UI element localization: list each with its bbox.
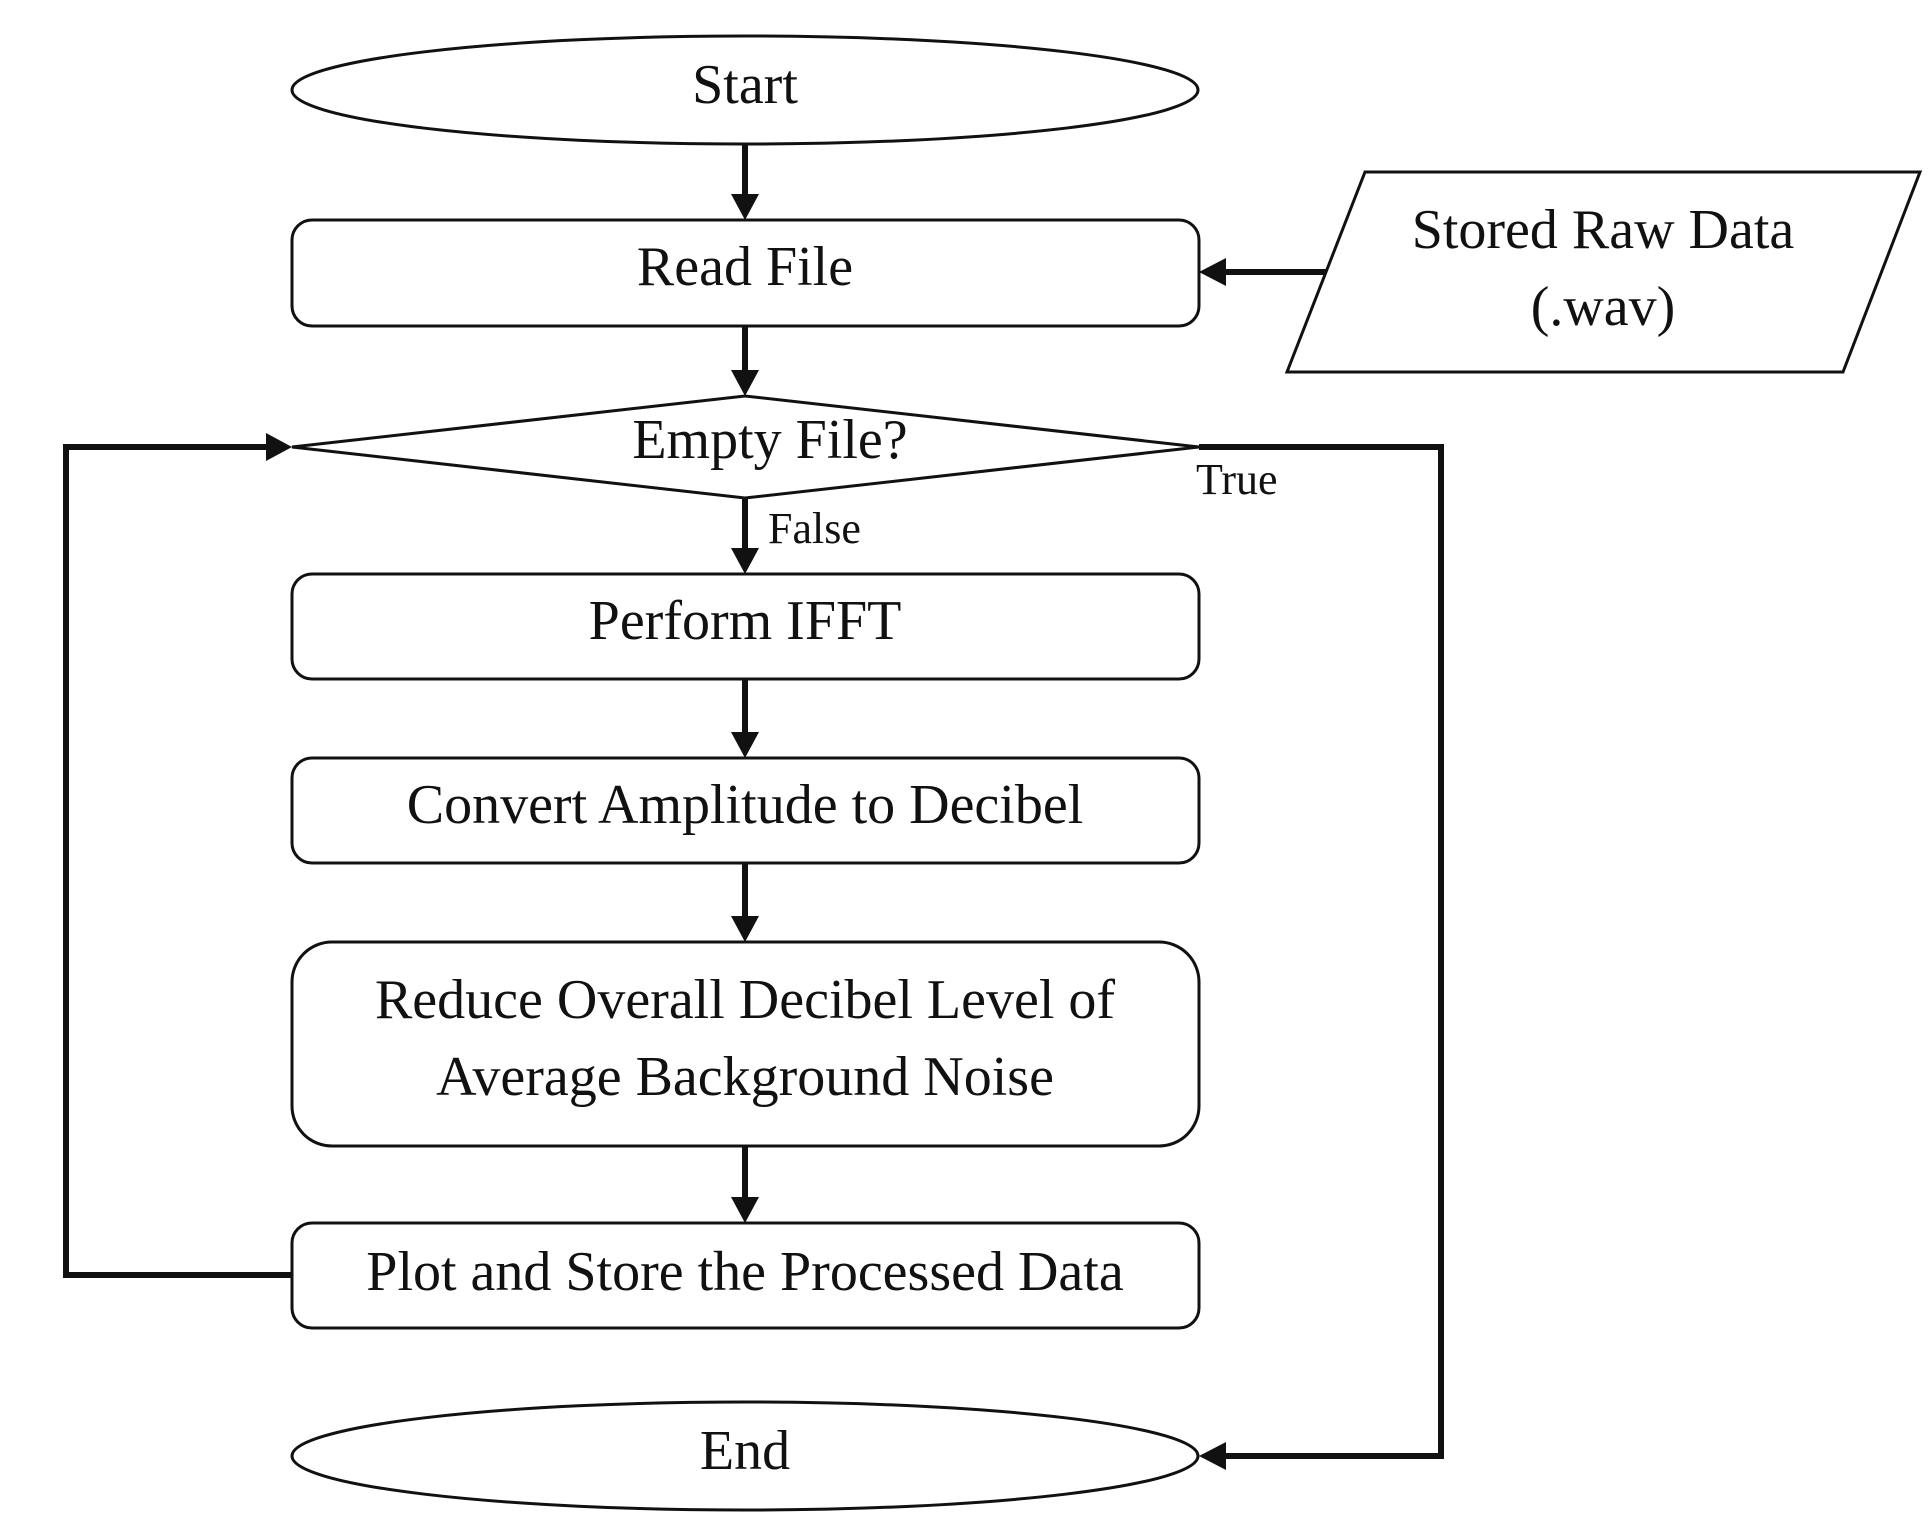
reduce-noise-label-line1: Reduce Overall Decibel Level of: [375, 969, 1115, 1031]
true-edge-label: True: [1196, 455, 1278, 504]
reduce-noise-label-line2: Average Background Noise: [436, 1046, 1054, 1108]
stored-raw-data-input-shape: [1284, 170, 1923, 374]
perform-ifft-label: Perform IFFT: [589, 590, 902, 652]
edge-read-file-to-decision: [731, 326, 759, 396]
read-file-label: Read File: [637, 236, 853, 298]
end-terminal-shape: [290, 1400, 1200, 1512]
edge-convert-to-reduce: [731, 863, 759, 942]
edge-reduce-to-plot: [731, 1146, 759, 1223]
edge-loop-back-to-decision: [63, 433, 292, 1278]
edge-ifft-to-convert: [731, 679, 759, 758]
convert-amplitude-label: Convert Amplitude to Decibel: [407, 774, 1084, 836]
end-label: End: [700, 1420, 790, 1482]
edge-decision-false-to-ifft: [731, 498, 759, 574]
empty-file-label: Empty File?: [632, 409, 907, 471]
edge-decision-true-to-end: [1199, 444, 1444, 1470]
stored-raw-data-label-line2: (.wav): [1531, 276, 1676, 338]
edge-start-to-read-file: [731, 144, 759, 220]
stored-raw-data-label-line1: Stored Raw Data: [1412, 199, 1795, 261]
start-label: Start: [692, 54, 798, 116]
false-edge-label: False: [768, 504, 861, 553]
plot-store-label: Plot and Store the Processed Data: [366, 1241, 1124, 1303]
edge-stored-data-to-read-file: [1199, 258, 1326, 286]
